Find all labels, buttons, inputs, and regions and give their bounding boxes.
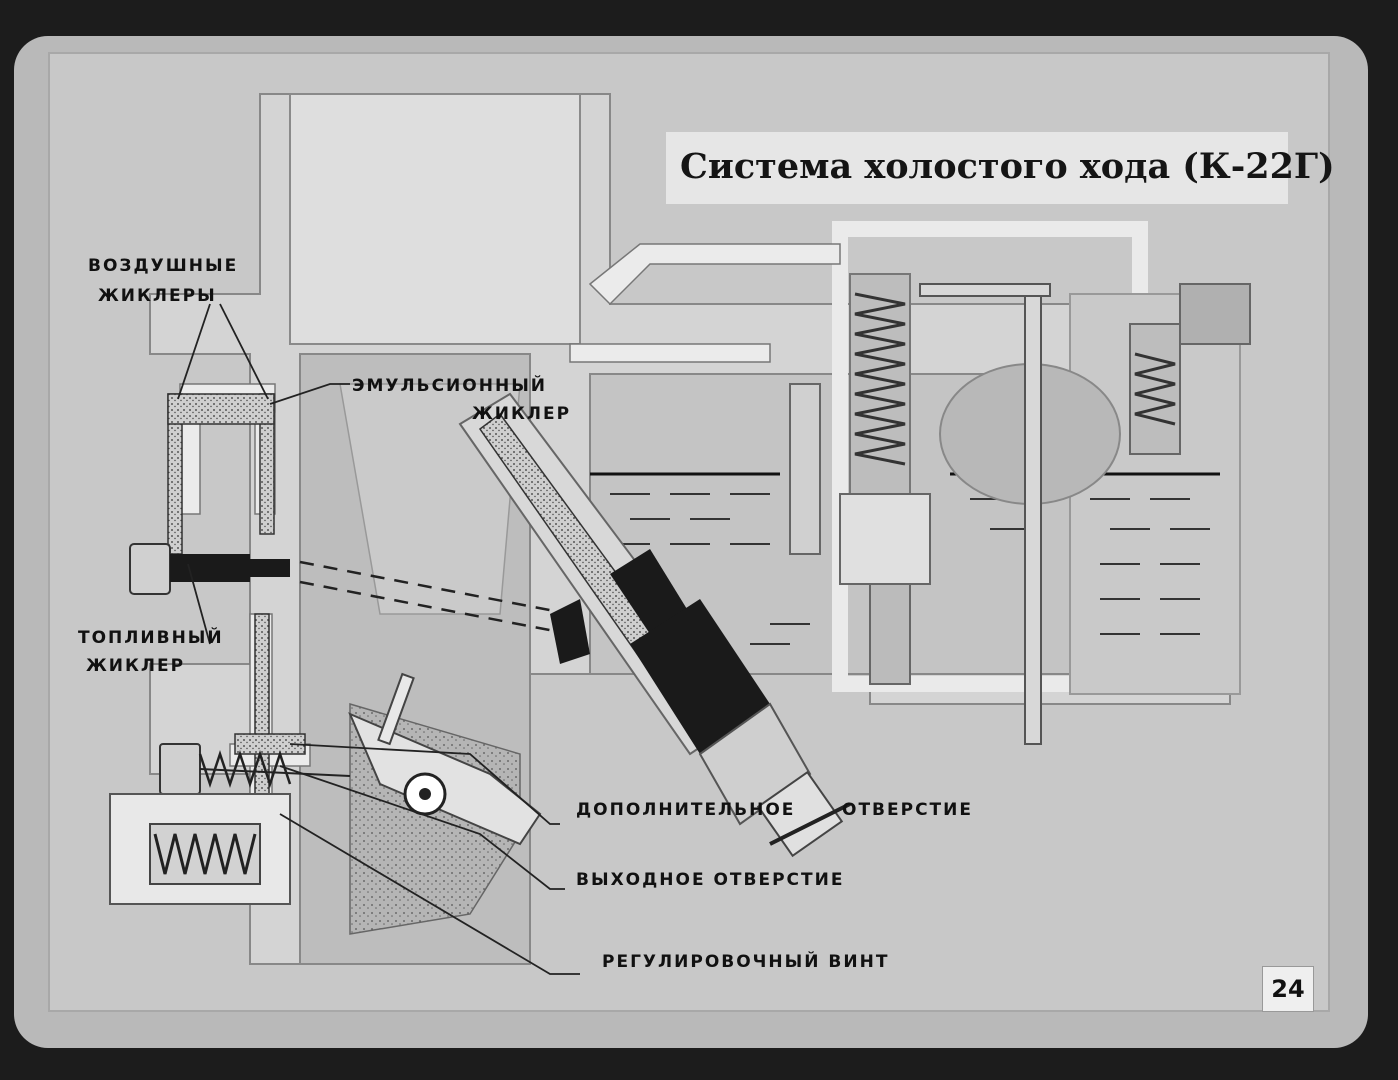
lower-spring: [109, 793, 291, 905]
label-emulsion-jet-line1: ЭМУЛЬСИОННЫЙ: [352, 376, 548, 396]
label-adjusting-screw: РЕГУЛИРОВОЧНЫЙ ВИНТ: [602, 952, 890, 972]
label-emulsion-jet-line2: ЖИКЛЕР: [472, 404, 572, 424]
slide-frame: ВОЗДУШНЫЕ ЖИКЛЕРЫ ЭМУЛЬСИОННЫЙ ЖИКЛЕР ТО…: [14, 36, 1368, 1048]
label-air-jets-line1: ВОЗДУШНЫЕ: [88, 256, 239, 276]
title-box: Система холостого хода (К-22Г): [666, 132, 1335, 204]
label-additional-word2: ОТВЕРСТИЕ: [842, 800, 973, 820]
diagram-panel: ВОЗДУШНЫЕ ЖИКЛЕРЫ ЭМУЛЬСИОННЫЙ ЖИКЛЕР ТО…: [48, 52, 1335, 1012]
label-fuel-jet-line1: ТОПЛИВНЫЙ: [78, 628, 224, 648]
adjusting-screw: [159, 743, 351, 795]
label-outlet-hole: ВЫХОДНОЕ ОТВЕРСТИЕ: [576, 870, 845, 890]
emulsion-passage: [167, 393, 306, 795]
slide-number: 24: [1262, 966, 1314, 1012]
air-intake: [289, 93, 581, 345]
leader-lines: [177, 303, 580, 975]
carburetor-diagram: [109, 93, 1251, 975]
label-fuel-jet-line2: ЖИКЛЕР: [86, 656, 186, 676]
fuel-jet: [129, 543, 290, 595]
label-additional-word1: ДОПОЛНИТЕЛЬНОЕ: [576, 800, 796, 820]
slide-title: Система холостого хода (К-22Г): [680, 146, 1335, 187]
label-air-jets-line2: ЖИКЛЕРЫ: [98, 286, 217, 306]
threaded-plug: [630, 599, 851, 858]
